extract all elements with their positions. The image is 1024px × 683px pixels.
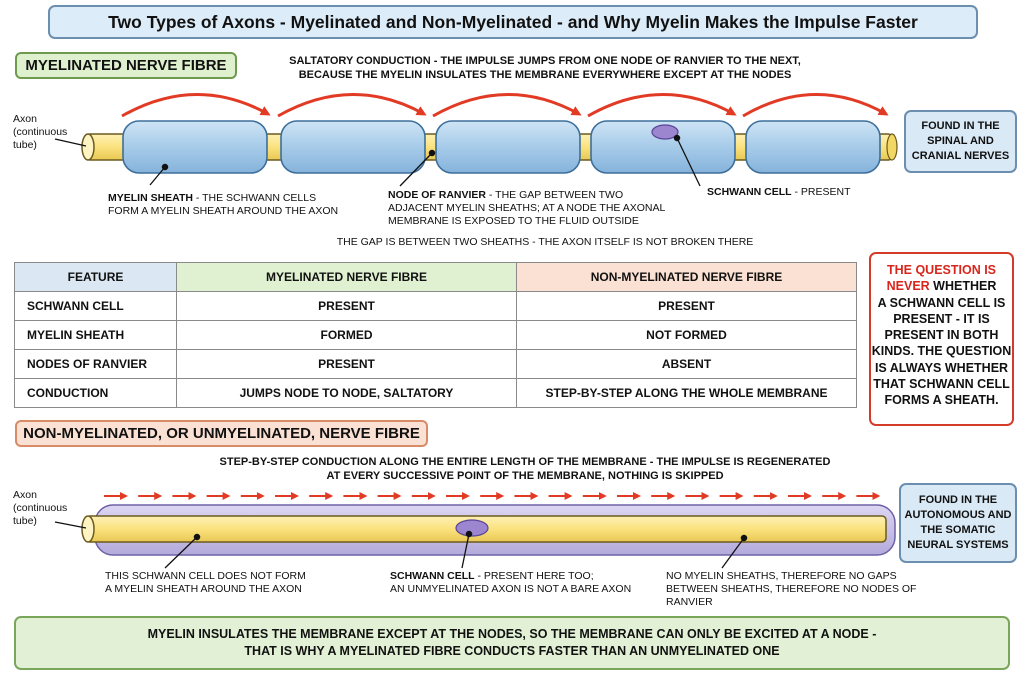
page-title: Two Types of Axons - Myelinated and Non-…: [48, 5, 978, 39]
table-cell: PRESENT: [516, 291, 857, 321]
table-cell: PRESENT: [176, 291, 517, 321]
schwann-cell-annotation: SCHWANN CELL - PRESENT: [707, 186, 851, 198]
unmyelinated-location-box: FOUND IN THE AUTONOMOUS AND THE SOMATIC …: [899, 483, 1017, 563]
myelin-sheath-segments: [122, 120, 881, 174]
table-cell: FORMED: [176, 320, 517, 350]
conclusion-box: MYELIN INSULATES THE MEMBRANE EXCEPT AT …: [14, 616, 1010, 670]
table-cell: PRESENT: [176, 349, 517, 379]
table-cell: NOT FORMED: [516, 320, 857, 350]
schwann-nucleus-myelinated: [651, 124, 679, 140]
schwann-nucleus-unmyelinated: [455, 519, 489, 537]
question-note-box: THE QUESTION IS NEVER WHETHER A SCHWANN …: [869, 252, 1014, 426]
myelin-sheath-annotation: MYELIN SHEATH - THE SCHWANN CELLS FORM A…: [108, 192, 339, 217]
saltatory-caption: SALTATORY CONDUCTION - THE IMPULSE JUMPS…: [289, 55, 801, 81]
saltatory-arrows: [121, 93, 889, 118]
myelin-sheath-3: [435, 120, 581, 174]
table-cell: MYELIN SHEATH: [14, 320, 177, 350]
myelin-sheath-2: [280, 120, 426, 174]
myelin-sheath-4: [590, 120, 736, 174]
header-non-myelinated: NON-MYELINATED NERVE FIBRE: [516, 262, 857, 292]
no-nodes-annotation: NO MYELIN SHEATHS, THEREFORE NO GAPS BET…: [666, 570, 917, 608]
myelinated-location-box: FOUND IN THE SPINAL AND CRANIAL NERVES: [904, 110, 1017, 173]
comparison-table: FEATURE MYELINATED NERVE FIBRE NON-MYELI…: [14, 262, 857, 408]
myelin-sheath-1: [122, 120, 268, 174]
myelin-sheath-5: [745, 120, 881, 174]
myelinated-section-label: MYELINATED NERVE FIBRE: [15, 52, 237, 79]
table-row: NODES OF RANVIER PRESENT ABSENT: [14, 349, 857, 379]
table-cell: JUMPS NODE TO NODE, SALTATORY: [176, 378, 517, 408]
non-sheath-schwann-annotation: THIS SCHWANN CELL DOES NOT FORM A MYELIN…: [105, 570, 306, 595]
step-conduction-caption: STEP-BY-STEP CONDUCTION ALONG THE ENTIRE…: [219, 456, 831, 482]
table-cell: CONDUCTION: [14, 378, 177, 408]
table-cell: STEP-BY-STEP ALONG THE WHOLE MEMBRANE: [516, 378, 857, 408]
table-row: CONDUCTION JUMPS NODE TO NODE, SALTATORY…: [14, 378, 857, 408]
table-row: MYELIN SHEATH FORMED NOT FORMED: [14, 320, 857, 350]
gap-note: THE GAP IS BETWEEN TWO SHEATHS - THE AXO…: [336, 236, 754, 248]
table-row: SCHWANN CELL PRESENT PRESENT: [14, 291, 857, 321]
axon-label-unmyelinated: Axon (continuous tube): [13, 489, 68, 527]
schwann-present-annotation: SCHWANN CELL - PRESENT HERE TOO; AN UNMY…: [390, 570, 632, 595]
table-cell: ABSENT: [516, 349, 857, 379]
header-myelinated: MYELINATED NERVE FIBRE: [176, 262, 517, 292]
unmyelinated-section-label: NON-MYELINATED, OR UNMYELINATED, NERVE F…: [15, 420, 428, 447]
table-cell: NODES OF RANVIER: [14, 349, 177, 379]
header-feature: FEATURE: [14, 262, 177, 292]
node-of-ranvier-annotation: NODE OF RANVIER - THE GAP BETWEEN TWO AD…: [388, 189, 666, 227]
table-cell: SCHWANN CELL: [14, 291, 177, 321]
axon-label-myelinated: Axon (continuous tube): [13, 113, 68, 151]
table-header-row: FEATURE MYELINATED NERVE FIBRE NON-MYELI…: [14, 262, 857, 292]
